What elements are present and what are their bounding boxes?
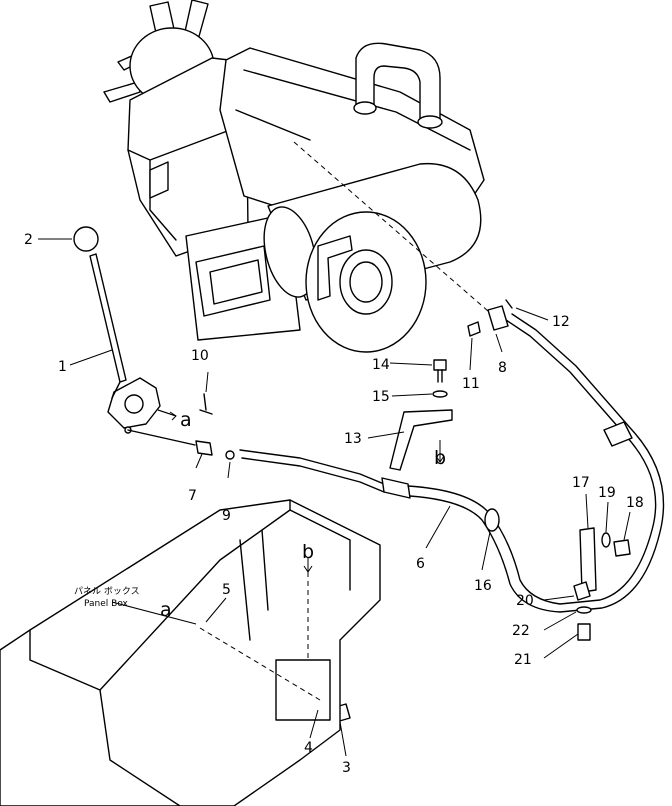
- callout-labels: 2 1 10 7 9 14 15 13 11 8 12 6 16 17 19 1…: [24, 232, 644, 776]
- callout-7: 7: [188, 488, 197, 504]
- callout-12: 12: [552, 314, 570, 330]
- callout-4: 4: [304, 740, 313, 756]
- callout-10: 10: [191, 348, 209, 364]
- panel-box: [0, 499, 381, 806]
- panel-box-label-jp: パネル ボックス: [74, 586, 140, 597]
- control-cable: [195, 299, 665, 613]
- callout-3: 3: [342, 760, 351, 776]
- panel-box-label-en: Panel Box: [84, 599, 129, 609]
- callout-8: 8: [498, 360, 507, 376]
- callout-13: 13: [344, 431, 362, 447]
- callout-17: 17: [572, 475, 590, 491]
- callout-19: 19: [598, 485, 616, 501]
- callout-5: 5: [222, 582, 231, 598]
- callout-11: 11: [462, 376, 480, 392]
- control-lever-assembly: [73, 226, 196, 446]
- lever-knob: [73, 226, 99, 252]
- callout-16: 16: [474, 578, 492, 594]
- callout-18: 18: [626, 495, 644, 511]
- callout-14: 14: [372, 357, 390, 373]
- callout-2: 2: [24, 232, 33, 248]
- callout-9: 9: [222, 508, 231, 524]
- reference-letter-a-lever: a: [180, 409, 192, 431]
- reference-letter-b-bracket: b: [434, 447, 446, 469]
- lever-rod: [89, 253, 127, 383]
- engine-assembly: [103, 0, 497, 353]
- callout-20: 20: [516, 593, 534, 609]
- reference-letter-b-panel: b: [302, 541, 314, 563]
- callout-1: 1: [58, 359, 67, 375]
- callout-6: 6: [416, 556, 425, 572]
- reference-letter-a-panel: a: [160, 599, 172, 621]
- callout-21: 21: [514, 652, 532, 668]
- callout-15: 15: [372, 389, 390, 405]
- leader-lines: [38, 238, 631, 757]
- callout-22: 22: [512, 623, 530, 639]
- lever-base: [107, 377, 161, 429]
